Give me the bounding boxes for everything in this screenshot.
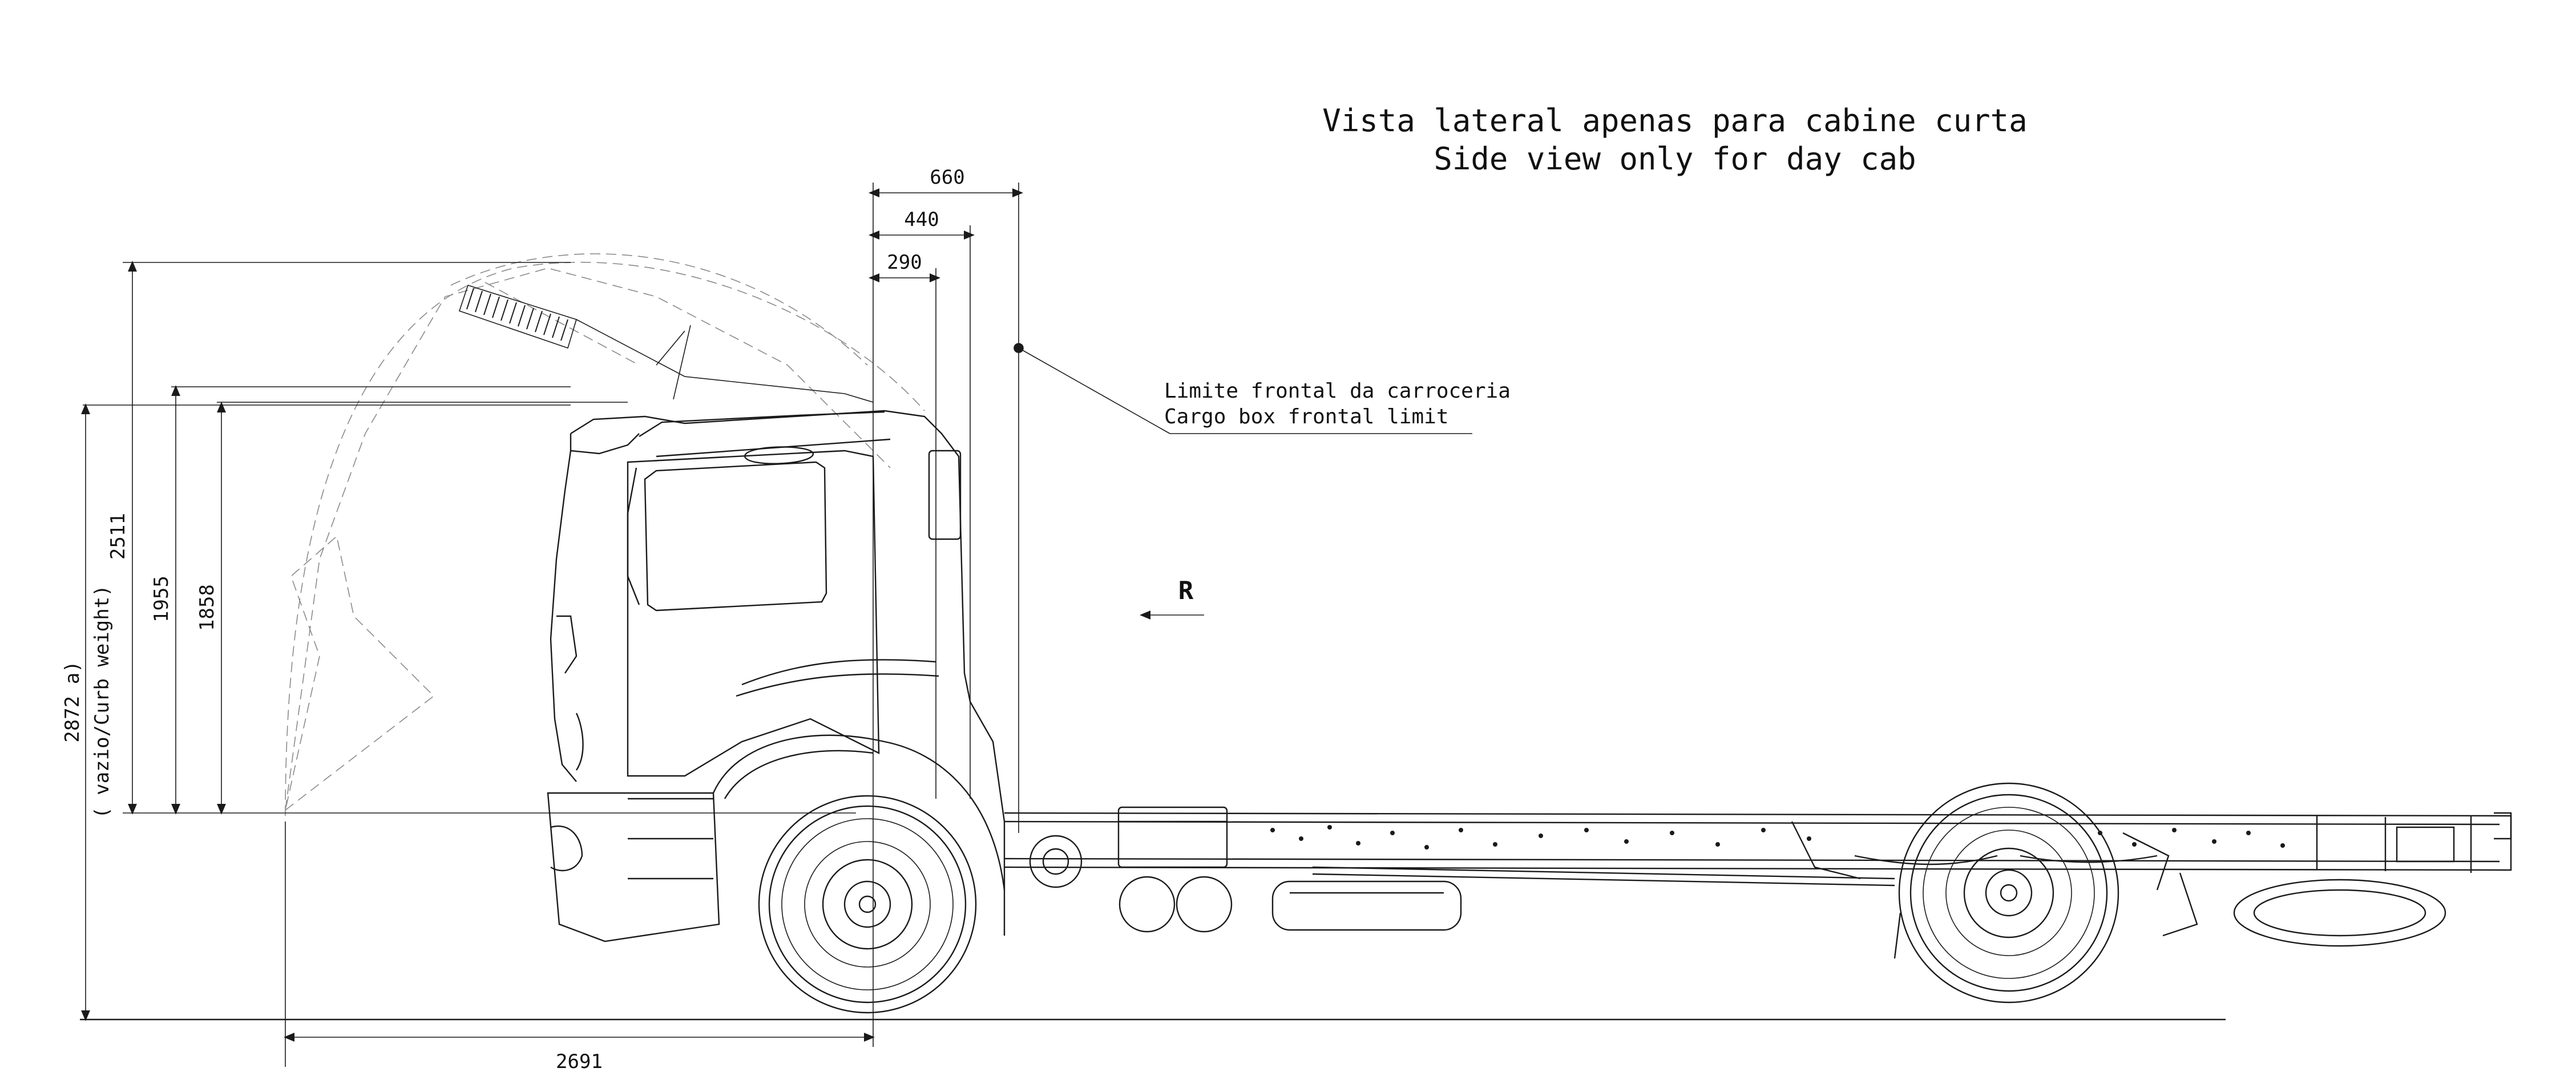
truck-cab	[547, 410, 1006, 942]
dim-440-label: 440	[904, 208, 939, 231]
dim-660-label: 660	[930, 166, 964, 189]
dimension-lines	[81, 183, 1472, 1067]
drawing-title: Vista lateral apenas para cabine curta S…	[1322, 103, 2027, 177]
dim-290-label: 290	[887, 251, 922, 274]
view-marker-r: R	[1178, 576, 1194, 605]
dim-2872-sublabel: ( vazio/Curb weight)	[91, 585, 114, 818]
dim-2691-label: 2691	[556, 1050, 603, 1072]
frontal-limit-note-en: Cargo box frontal limit	[1164, 405, 1449, 428]
dim-2511-label: 2511	[107, 513, 130, 560]
tilted-grille	[458, 285, 874, 403]
frontal-limit-note-pt: Limite frontal da carroceria	[1164, 379, 1511, 403]
title-line-1: Vista lateral apenas para cabine curta	[1322, 103, 2027, 139]
chassis-components	[1029, 806, 2446, 959]
cab-tilt-arc	[285, 261, 925, 816]
title-line-2: Side view only for day cab	[1434, 141, 1916, 177]
chassis-frame	[1004, 812, 2512, 873]
dim-1955-label: 1955	[150, 576, 173, 622]
frame-holes	[1270, 825, 2285, 849]
dim-1858-label: 1858	[196, 584, 219, 631]
front-wheel	[758, 795, 977, 1014]
dim-2872-label: 2872 a)	[61, 661, 84, 742]
rear-wheel	[1898, 782, 2119, 1004]
cab-tilt-outline	[285, 253, 891, 811]
